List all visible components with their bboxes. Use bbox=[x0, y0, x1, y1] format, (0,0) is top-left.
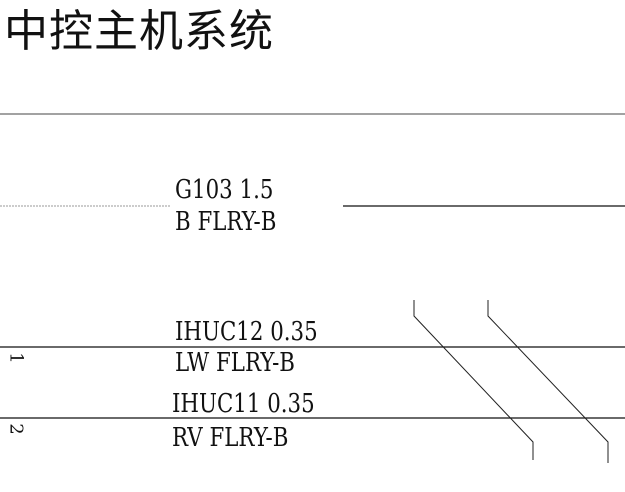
pin-number: 2 bbox=[5, 423, 27, 435]
wire-label-code: IHUC11 0.35 bbox=[172, 389, 315, 419]
twist-line-left bbox=[413, 300, 534, 460]
wire-label-code: IHUC12 0.35 bbox=[175, 317, 318, 347]
wire-label-code: G103 1.5 bbox=[175, 175, 274, 205]
page-title: 中控主机系统 bbox=[4, 6, 274, 57]
wire-label-spec: LW FLRY-B bbox=[175, 348, 295, 378]
pin-number: 1 bbox=[5, 352, 27, 364]
wire-label-spec: B FLRY-B bbox=[175, 207, 277, 237]
twist-line-right bbox=[487, 300, 609, 463]
wire-label-spec: RV FLRY-B bbox=[172, 423, 289, 453]
